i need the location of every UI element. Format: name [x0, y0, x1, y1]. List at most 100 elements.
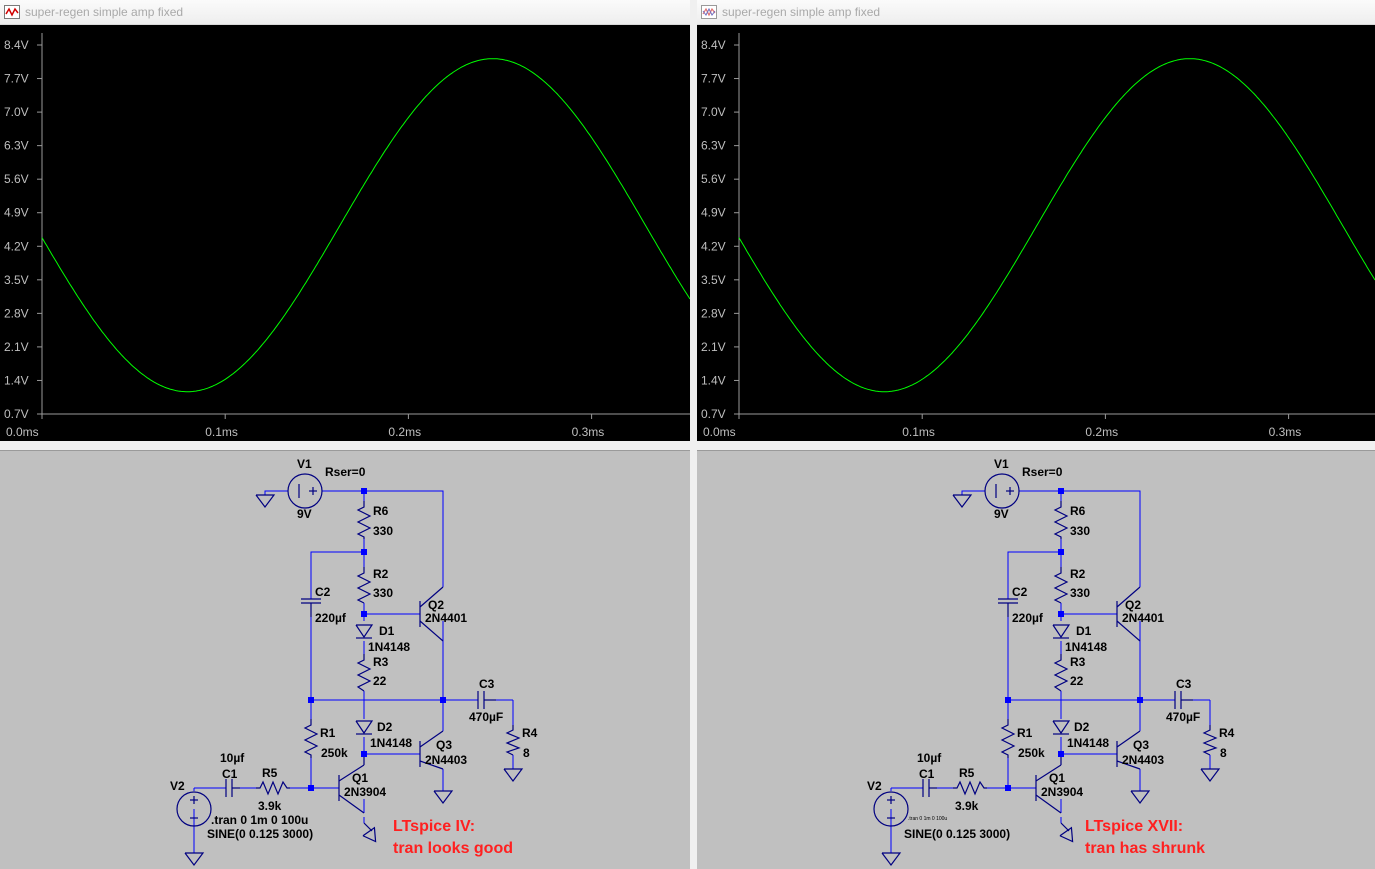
v1-value[interactable]: 9V: [297, 507, 312, 521]
v2-value[interactable]: SINE(0 0.125 3000): [904, 827, 1010, 841]
y-tick-label: 2.1V: [4, 340, 29, 354]
r1-value[interactable]: 250k: [321, 746, 348, 760]
y-tick-label: 2.8V: [4, 306, 29, 320]
v1-rser[interactable]: Rser=0: [325, 465, 366, 479]
c1-value[interactable]: 10µf: [220, 751, 245, 765]
v1-name[interactable]: V1: [994, 457, 1009, 471]
d1-value[interactable]: 1N4148: [1065, 640, 1107, 654]
schematic-editor[interactable]: V1 Rser=0 9V R6 330 R2 330 C2 220µf Q2 2…: [0, 451, 690, 869]
tran-directive[interactable]: .tran 0 1m 0 100u: [211, 813, 308, 827]
d2-value[interactable]: 1N4148: [1067, 736, 1109, 750]
q3-value[interactable]: 2N4403: [1122, 753, 1164, 767]
r5-value[interactable]: 3.9k: [955, 799, 979, 813]
c3-value[interactable]: 470µF: [469, 710, 503, 724]
trace-line[interactable]: [738, 58, 1375, 393]
r3-value[interactable]: 22: [1070, 674, 1084, 688]
r3-value[interactable]: 22: [373, 674, 387, 688]
trace-line[interactable]: [41, 58, 690, 393]
circuit-wiring: [873, 473, 1220, 866]
r3-name[interactable]: R3: [1070, 655, 1086, 669]
waveform-icon: [4, 5, 20, 19]
x-tick-label: 0.3ms: [572, 425, 605, 439]
r6-value[interactable]: 330: [373, 524, 393, 538]
c1-name[interactable]: C1: [919, 767, 935, 781]
c3-name[interactable]: C3: [479, 677, 495, 691]
c2-value[interactable]: 220µf: [315, 611, 347, 625]
r1-name[interactable]: R1: [1017, 726, 1033, 740]
schematic-drawing: V1 Rser=0 9V R6 330 R2 330 C2 220µf Q2 2…: [867, 457, 1235, 866]
pane-splitter[interactable]: [0, 441, 690, 451]
annotation-line-2: tran looks good: [393, 840, 513, 857]
q1-name[interactable]: Q1: [1049, 771, 1065, 785]
window-titlebar[interactable]: super-regen simple amp fixed: [697, 0, 1375, 25]
y-tick-label: 0.7V: [4, 407, 29, 421]
r4-name[interactable]: R4: [522, 726, 538, 740]
q1-name[interactable]: Q1: [352, 771, 368, 785]
x-tick-label: 0.0ms: [703, 425, 736, 439]
window-divider[interactable]: [690, 0, 697, 869]
r5-name[interactable]: R5: [262, 766, 278, 780]
c1-name[interactable]: C1: [222, 767, 238, 781]
r5-value[interactable]: 3.9k: [258, 799, 282, 813]
r6-name[interactable]: R6: [1070, 504, 1086, 518]
q2-value[interactable]: 2N4401: [1122, 611, 1164, 625]
pane-splitter[interactable]: [697, 441, 1375, 451]
v2-name[interactable]: V2: [170, 779, 185, 793]
y-tick-label: 1.4V: [4, 373, 29, 387]
x-tick-label: 0.0ms: [6, 425, 39, 439]
q2-name[interactable]: Q2: [428, 598, 444, 612]
v2-name[interactable]: V2: [867, 779, 882, 793]
q1-value[interactable]: 2N3904: [1041, 785, 1083, 799]
c3-name[interactable]: C3: [1176, 677, 1192, 691]
q2-value[interactable]: 2N4401: [425, 611, 467, 625]
v1-value[interactable]: 9V: [994, 507, 1009, 521]
schematic-editor[interactable]: V1 Rser=0 9V R6 330 R2 330 C2 220µf Q2 2…: [697, 451, 1375, 869]
c2-value[interactable]: 220µf: [1012, 611, 1044, 625]
y-tick-label: 4.9V: [4, 206, 29, 220]
y-tick-label: 2.1V: [701, 340, 726, 354]
y-tick-label: 8.4V: [701, 38, 726, 52]
r2-value[interactable]: 330: [373, 586, 393, 600]
window-titlebar[interactable]: super-regen simple amp fixed: [0, 0, 690, 25]
r1-name[interactable]: R1: [320, 726, 336, 740]
v1-rser[interactable]: Rser=0: [1022, 465, 1063, 479]
y-tick-label: 3.5V: [4, 273, 29, 287]
r6-name[interactable]: R6: [373, 504, 389, 518]
d1-value[interactable]: 1N4148: [368, 640, 410, 654]
tran-directive[interactable]: .tran 0 1m 0 100u: [908, 816, 947, 822]
y-tick-label: 5.6V: [4, 172, 29, 186]
v2-value[interactable]: SINE(0 0.125 3000): [207, 827, 313, 841]
c2-name[interactable]: C2: [315, 585, 331, 599]
r6-value[interactable]: 330: [1070, 524, 1090, 538]
r4-value[interactable]: 8: [1220, 746, 1227, 760]
d2-value[interactable]: 1N4148: [370, 736, 412, 750]
r4-value[interactable]: 8: [523, 746, 530, 760]
r2-value[interactable]: 330: [1070, 586, 1090, 600]
y-tick-label: 5.6V: [701, 172, 726, 186]
r1-value[interactable]: 250k: [1018, 746, 1045, 760]
r2-name[interactable]: R2: [1070, 567, 1086, 581]
v1-name[interactable]: V1: [297, 457, 312, 471]
q1-value[interactable]: 2N3904: [344, 785, 386, 799]
r3-name[interactable]: R3: [373, 655, 389, 669]
c2-name[interactable]: C2: [1012, 585, 1028, 599]
r5-name[interactable]: R5: [959, 766, 975, 780]
q3-name[interactable]: Q3: [1133, 738, 1149, 752]
waveform-icon: [701, 5, 717, 19]
d2-name[interactable]: D2: [1074, 720, 1090, 734]
c3-value[interactable]: 470µF: [1166, 710, 1200, 724]
d1-name[interactable]: D1: [1076, 624, 1092, 638]
d1-name[interactable]: D1: [379, 624, 395, 638]
r2-name[interactable]: R2: [373, 567, 389, 581]
q3-value[interactable]: 2N4403: [425, 753, 467, 767]
y-tick-label: 3.5V: [701, 273, 726, 287]
q2-name[interactable]: Q2: [1125, 598, 1141, 612]
c1-value[interactable]: 10µf: [917, 751, 942, 765]
d2-name[interactable]: D2: [377, 720, 393, 734]
r4-name[interactable]: R4: [1219, 726, 1235, 740]
waveform-plot-svg: 8.4V7.7V7.0V6.3V5.6V4.9V4.2V3.5V2.8V2.1V…: [4, 33, 690, 439]
q3-name[interactable]: Q3: [436, 738, 452, 752]
